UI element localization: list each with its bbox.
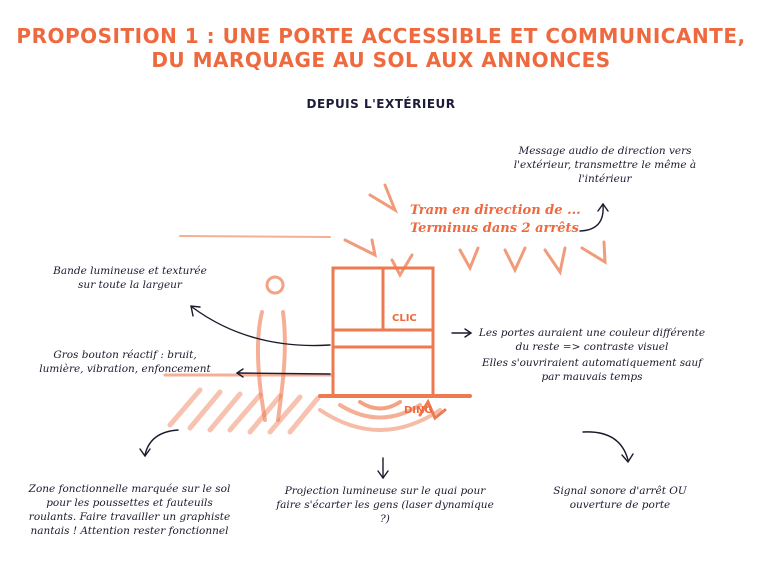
note-bouton: Gros bouton réactif : bruit, lumière, vi… bbox=[39, 349, 211, 375]
sketch-strokes bbox=[163, 183, 607, 435]
page-title-line1: PROPOSITION 1 : UNE PORTE ACCESSIBLE ET … bbox=[16, 24, 746, 48]
note-signal: Signal sonore d'arrêt OU ouverture de po… bbox=[553, 485, 687, 511]
announcement-text: Tram en direction de ... Terminus dans 2… bbox=[410, 202, 581, 238]
announcement-line2: Terminus dans 2 arrêts bbox=[410, 221, 579, 236]
note-projection: Projection lumineuse sur le quai pour fa… bbox=[276, 485, 494, 525]
note-bande: Bande lumineuse et texturée sur toute la… bbox=[53, 265, 207, 291]
annotation-arrows bbox=[139, 202, 634, 480]
clic-label: CLIC bbox=[392, 313, 417, 324]
ding-label: DING bbox=[404, 405, 433, 416]
note-portes-ouverture: Elles s'ouvriraient automatiquement sauf… bbox=[481, 357, 702, 383]
note-zone: Zone fonctionnelle marquée sur le sol po… bbox=[28, 483, 231, 537]
note-portes: Les portes auraient une couleur différen… bbox=[478, 327, 706, 353]
note-message-audio: Message audio de direction vers l'extéri… bbox=[513, 145, 697, 185]
section-subtitle: DEPUIS L'EXTÉRIEUR bbox=[306, 97, 456, 111]
page-title-line2: DU MARQUAGE AU SOL AUX ANNONCES bbox=[151, 48, 611, 72]
announcement-line1: Tram en direction de ... bbox=[410, 203, 581, 218]
